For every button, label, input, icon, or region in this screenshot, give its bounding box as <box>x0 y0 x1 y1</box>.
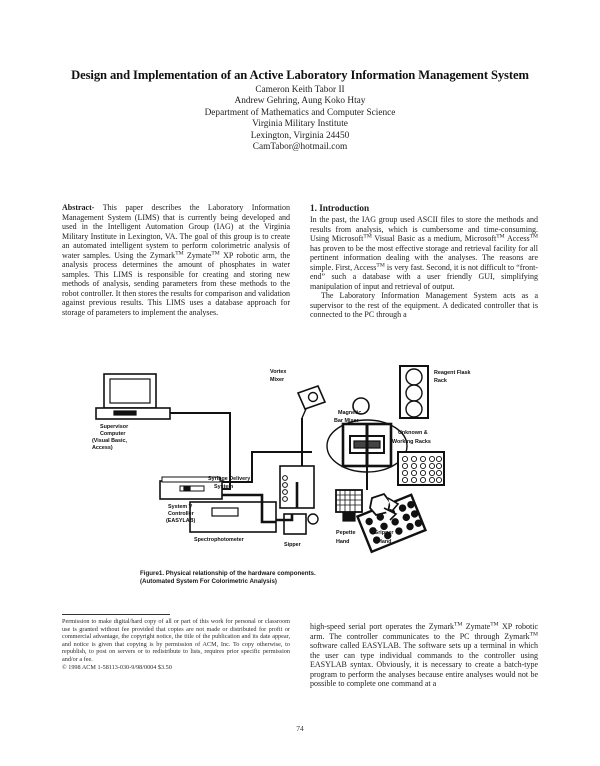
page-number: 74 <box>296 724 304 733</box>
label-pipette-hand: Hand <box>336 539 349 545</box>
introduction-paragraph-3: high-speed serial port operates the Zyma… <box>310 622 538 689</box>
trademark-sup: TM <box>363 233 372 240</box>
label-gripper-hand: Hand <box>378 539 391 545</box>
label-gripper-hand: Gripper <box>374 530 394 536</box>
sipper-icon <box>283 513 319 535</box>
intro-text-a: In the past, the IAG group used ASCII fi… <box>310 215 538 244</box>
abstract-paragraph: Abstract- This paper describes the Labor… <box>62 203 290 318</box>
label-vortex-mixer: Vortex <box>270 369 286 375</box>
label-supervisor-computer: Access) <box>92 445 113 451</box>
affiliation-institute: Virginia Military Institute <box>252 119 348 130</box>
trademark-sup: TM <box>496 233 505 240</box>
label-reagent-flask-rack: Reagent Flask <box>434 370 471 376</box>
label-sipper: Sipper <box>284 542 302 548</box>
label-unknown-working-racks: Working Racks <box>392 439 431 445</box>
figure-1-diagram: Supervisor Computer (Visual Basic, Acces… <box>62 362 538 562</box>
reagent-flask-rack-icon <box>399 365 429 419</box>
abstract-body-1: This paper describes the Laboratory Info… <box>62 203 290 260</box>
abstract-label: Abstract- <box>62 203 95 212</box>
label-reagent-flask-rack: Rack <box>434 378 447 384</box>
author-line-1: Cameron Keith Tabor II <box>255 85 345 95</box>
trademark-sup: TM <box>211 250 220 257</box>
label-magnetic-bar-mixer: Bar Mixer <box>334 418 359 424</box>
abstract-body-2: Zymate <box>183 250 212 260</box>
trademark-sup: TM <box>454 621 463 628</box>
trademark-sup: TM <box>490 621 499 628</box>
intro-text-c: Access <box>504 234 530 244</box>
introduction-column: 1. Introduction In the past, the IAG gro… <box>310 203 538 320</box>
introduction-paragraph-1: In the past, the IAG group used ASCII fi… <box>310 215 538 291</box>
label-system-v-controller: (EASYLAB) <box>166 518 196 524</box>
intro-text-e: is very fast. Second, it is not difficul… <box>310 262 538 291</box>
gripper-hand-icon <box>369 492 400 521</box>
affiliation-department: Department of Mathematics and Computer S… <box>204 107 396 118</box>
intro-text-d: has proven to be the most effective stor… <box>310 243 538 272</box>
author-line-2: Andrew Gehring, Aung Koko Htay <box>234 96 366 107</box>
label-vortex-mixer: Mixer <box>270 377 285 383</box>
author-email: CamTabor@hotmail.com <box>252 142 348 153</box>
vortex-mixer-icon <box>296 384 327 419</box>
page-title: Design and Implementation of an Active L… <box>71 68 529 82</box>
footnote-permission-text: Permission to make digital/hard copy of … <box>62 618 290 663</box>
label-syringe-delivery-system: Syringe Delivery <box>208 476 250 482</box>
trademark-sup: TM <box>529 233 538 240</box>
footnote-divider <box>62 614 170 615</box>
introduction-paragraph-2: The Laboratory Information Management Sy… <box>310 291 538 320</box>
label-system-v-controller: Controller <box>168 511 195 517</box>
affiliation-address: Lexington, Virginia 24450 <box>250 130 350 141</box>
section-heading-introduction: 1. Introduction <box>310 203 370 213</box>
magnetic-bar-mixer-flask-icon <box>352 397 370 415</box>
connection-wires <box>170 412 368 524</box>
supervisor-computer-icon <box>95 373 171 420</box>
figure-caption: Figure1. Physical relationship of the ha… <box>140 570 460 586</box>
system-v-controller-icon <box>159 476 223 500</box>
pipette-hand-icon <box>335 489 363 522</box>
intro-cont-c: XP robotic arm. The controller communica… <box>310 622 538 641</box>
trademark-sup: TM <box>376 262 385 269</box>
label-supervisor-computer: (Visual Basic, <box>92 438 127 444</box>
label-pipette-hand: Pepette <box>336 530 355 536</box>
figure-labels: Supervisor Computer (Visual Basic, Acces… <box>92 369 471 548</box>
figure-caption-line-2: (Automated System For Colorimetric Analy… <box>140 578 277 586</box>
label-system-v-controller: System V <box>168 504 193 510</box>
intro-cont-a: high-speed serial port operates the Zyma… <box>310 622 455 631</box>
abstract-body-3: XP robotic arm, the analysis process det… <box>62 250 290 318</box>
copyright-footnote: Permission to make digital/hard copy of … <box>62 614 290 671</box>
introduction-column-continued: high-speed serial port operates the Zyma… <box>310 614 538 697</box>
label-magnetic-bar-mixer: Magnetic <box>338 410 361 416</box>
label-unknown-working-racks: Unknown & <box>398 430 428 436</box>
trademark-sup: TM <box>175 250 184 257</box>
intro-cont-b: Zymate <box>462 622 491 631</box>
label-spectrophotometer: Spectrophotometer <box>194 537 245 543</box>
label-supervisor-computer: Supervisor <box>100 424 129 430</box>
abstract-column: Abstract- This paper describes the Labor… <box>62 203 290 318</box>
magnetic-bar-mixer-icon <box>326 419 408 473</box>
figure-caption-line-1: Figure1. Physical relationship of the ha… <box>140 570 316 577</box>
unknown-working-racks-icon <box>397 451 445 486</box>
trademark-sup: TM <box>529 630 538 637</box>
footnote-copyright-line: © 1998 ACM 1-58113-030-9/98/0004 $3.50 <box>62 663 172 671</box>
label-syringe-delivery-system: System <box>214 484 233 490</box>
title-block: Design and Implementation of an Active L… <box>62 68 538 153</box>
label-supervisor-computer: Computer <box>100 431 126 437</box>
intro-cont-d: software called EASYLAB. The software se… <box>310 641 538 689</box>
intro-text-b: Visual Basic as a medium, Microsoft <box>371 234 497 244</box>
